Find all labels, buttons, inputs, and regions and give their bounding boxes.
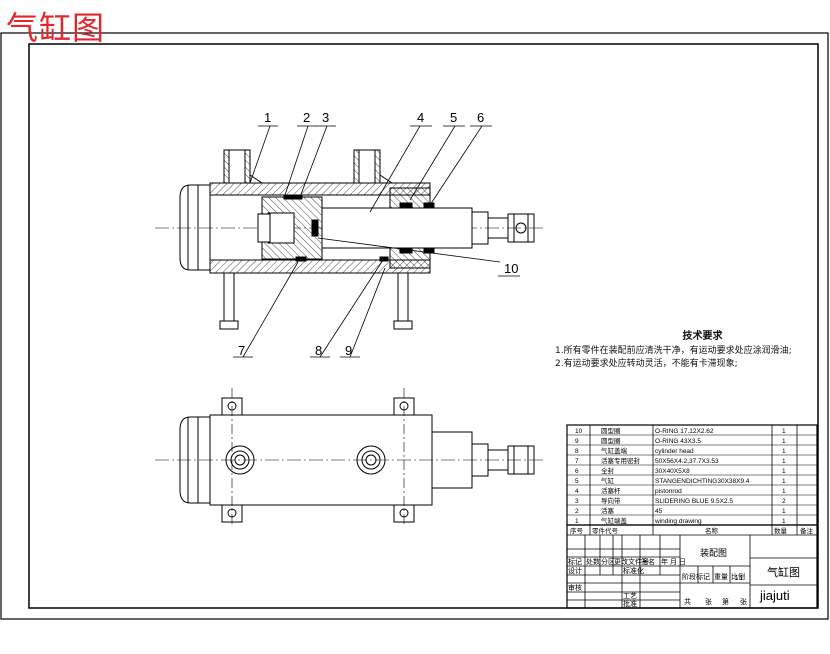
bom-code: 活塞 [601, 506, 615, 515]
tech-heading: 技术要求 [682, 331, 723, 342]
bom-code: 活塞专用密封 [601, 456, 641, 465]
title-block-text: 装配图 气缸图 jiajuti 1:1 标记 处数 分区 更改文件号 签名 年 … [568, 547, 800, 608]
bom-code: 全封 [601, 466, 615, 475]
tb-date: 年 月 日 [661, 557, 686, 566]
balloon-2: 2 [303, 110, 310, 125]
balloon-3: 3 [322, 110, 329, 125]
bom-rows: 10 圆型圈 O-RING 17.12X2.62 1 9 圆型圈 O-RING 43X3.5… [567, 426, 817, 535]
bom-code: 圆型圈 [601, 426, 621, 435]
bom-name: cylinder head [655, 448, 694, 455]
technical-requirements: 技术要求 1.所有零件在装配前应清洗干净，有运动要求处应涂润滑油; 2.有运动要… [555, 330, 830, 371]
bom-name: 30X40X5X8 [655, 468, 690, 475]
tb-ratio: 比例 [731, 572, 745, 581]
tb-sheet: 张 [705, 597, 712, 606]
tb-standard: 标准化 [623, 566, 644, 575]
bom-qty: 1 [782, 488, 786, 495]
bom-qty: 1 [782, 458, 786, 465]
balloon-9: 9 [345, 343, 352, 358]
balloon-leaders [233, 125, 520, 358]
tb-zone: 分区 [601, 557, 615, 566]
bom-code: 气缸盖端 [601, 446, 628, 455]
balloon-5: 5 [450, 110, 457, 125]
bom-head-code: 零件代号 [592, 526, 619, 535]
bom-qty: 1 [782, 428, 786, 435]
bom-code: 气缸端盖 [601, 516, 628, 525]
tb-approve: 批准 [623, 599, 637, 608]
bom-code: 气缸 [601, 476, 615, 485]
bom-no: 10 [575, 428, 583, 435]
bom-name: STANGENDICHTING30X38X9.4 [655, 478, 750, 485]
balloon-10: 10 [504, 261, 518, 276]
bom-name: SLIDERING BLUE 9.5X2.5 [655, 498, 733, 505]
balloon-labels: 1 2 3 4 5 6 7 8 9 10 [238, 110, 518, 358]
bom-qty: 1 [782, 508, 786, 515]
bom-name: 50X56X4.2,37.7X3.53 [655, 458, 719, 465]
bom-no: 2 [575, 508, 579, 515]
bom-no: 4 [575, 488, 579, 495]
bom-no: 3 [575, 498, 579, 505]
bom-code: 活塞杆 [601, 486, 621, 495]
bom-name: pistonrod [655, 488, 682, 495]
bom-no: 5 [575, 478, 579, 485]
balloon-1: 1 [264, 110, 271, 125]
tb-process: 工艺 [623, 592, 637, 600]
bom-qty: 1 [782, 468, 786, 475]
tb-review: 审核 [568, 583, 582, 592]
balloon-7: 7 [238, 343, 245, 358]
bom-no: 9 [575, 438, 579, 445]
bom-qty: 1 [782, 518, 786, 525]
balloon-6: 6 [477, 110, 484, 125]
tb-sheet-total: 共 [684, 597, 691, 606]
bom-name: 45 [655, 508, 663, 515]
balloon-4: 4 [417, 110, 424, 125]
tb-stage: 阶段标记 [682, 572, 710, 581]
page-title: 气缸图 [6, 9, 106, 47]
top-view [155, 388, 545, 525]
section-view [155, 149, 545, 330]
title-block [566, 524, 818, 609]
bom-head-note: 备注 [800, 526, 814, 535]
assembly-label: 装配图 [700, 547, 727, 558]
drawing-name: 气缸图 [767, 565, 800, 579]
tb-count: 处数 [586, 557, 600, 566]
bom-qty: 1 [782, 478, 786, 485]
tech-item-1: 1.所有零件在装配前应清洗干净，有运动要求处应涂润滑油; [555, 346, 792, 356]
bom-head-name: 名称 [705, 526, 719, 535]
bom-no: 8 [575, 448, 579, 455]
inner-border [28, 43, 819, 609]
bom-qty: 2 [782, 498, 786, 505]
tb-design: 设计 [568, 566, 582, 575]
bom-name: O-RING 43X3.5 [655, 438, 701, 445]
bom-no: 6 [575, 468, 579, 475]
scale: 1:1 [735, 576, 744, 582]
bom-no: 1 [575, 518, 579, 525]
tb-sheet-no: 第 [722, 597, 729, 606]
outer-border [0, 32, 829, 620]
bom-qty: 1 [782, 438, 786, 445]
author: jiajuti [759, 588, 790, 603]
bom-code: 圆型圈 [601, 436, 621, 445]
tb-sheet-of: 张 [740, 597, 747, 606]
bom-code: 导向带 [601, 496, 621, 505]
balloon-8: 8 [315, 343, 322, 358]
bom-no: 7 [575, 458, 579, 465]
tb-weight: 重量 [714, 573, 728, 581]
bom-qty: 1 [782, 448, 786, 455]
bom-name: O-RING 17.12X2.62 [655, 428, 714, 435]
bom-head-no: 序号 [570, 526, 584, 535]
tb-sign: 签名 [641, 557, 655, 566]
tb-mark: 标记 [568, 557, 582, 566]
tb-doc: 更改文件号 [614, 557, 649, 566]
tech-item-2: 2.有运动要求处应转动灵活，不能有卡滞现象; [555, 359, 738, 369]
bom-name: winding drawing [654, 518, 702, 525]
bom-head-qty: 数量 [774, 526, 788, 535]
